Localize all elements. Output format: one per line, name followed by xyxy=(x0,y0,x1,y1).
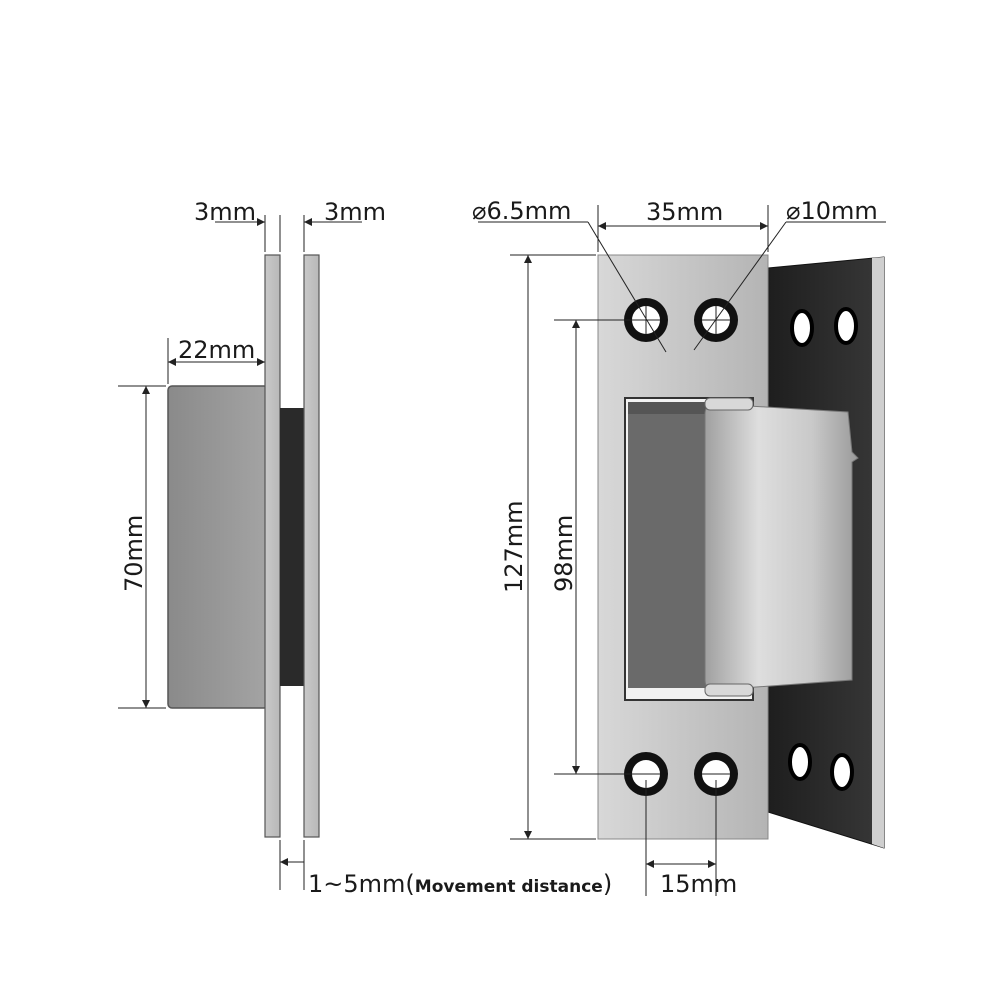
label-hole-spacing-vertical: 98mm xyxy=(550,515,578,592)
back-plate-hole xyxy=(788,743,812,781)
dim-overall-height: 127mm xyxy=(500,254,596,840)
back-plate-hole xyxy=(790,309,814,347)
back-plate-hole xyxy=(834,307,858,345)
label-face-width: 35mm xyxy=(646,198,723,226)
strike-keeper xyxy=(704,403,859,691)
label-body-height: 70mm xyxy=(120,515,148,592)
back-plate-hole xyxy=(830,753,854,791)
dim-body-height: 70mm xyxy=(118,385,166,709)
front-view: ⌀6.5mm 35mm ⌀10mm 127mm xyxy=(472,197,886,898)
label-movement: 1~5mm(Movement distance) xyxy=(308,870,612,898)
dim-body-depth: 22mm xyxy=(167,336,265,384)
screw-hole-top-left xyxy=(624,298,668,342)
mounting-plate-right xyxy=(303,254,320,838)
label-hole-large: ⌀10mm xyxy=(786,197,878,225)
screw-hole-bottom-right xyxy=(694,752,738,796)
dim-hole-spacing-horizontal: 15mm xyxy=(645,780,737,898)
movement-spacer xyxy=(280,408,304,686)
dim-hole-large: ⌀10mm xyxy=(693,197,886,351)
dim-movement: 1~5mm(Movement distance) xyxy=(279,840,612,898)
label-plate-right: 3mm xyxy=(324,198,386,226)
dim-plate-left: 3mm xyxy=(194,198,281,252)
mounting-plate-left xyxy=(264,254,281,838)
label-plate-left: 3mm xyxy=(194,198,256,226)
dim-plate-right: 3mm xyxy=(303,198,386,252)
screw-hole-bottom-left xyxy=(624,752,668,796)
label-body-depth: 22mm xyxy=(178,336,255,364)
label-overall-height: 127mm xyxy=(500,500,528,593)
dim-hole-spacing-vertical: 98mm xyxy=(550,319,640,775)
label-hole-spacing-horizontal: 15mm xyxy=(660,870,737,898)
strike-body xyxy=(167,385,269,709)
dim-face-width: 35mm xyxy=(597,198,769,252)
dim-hole-small: ⌀6.5mm xyxy=(472,197,667,353)
side-view: 3mm 3mm 22mm 70mm xyxy=(118,198,612,898)
label-hole-small: ⌀6.5mm xyxy=(472,197,571,225)
